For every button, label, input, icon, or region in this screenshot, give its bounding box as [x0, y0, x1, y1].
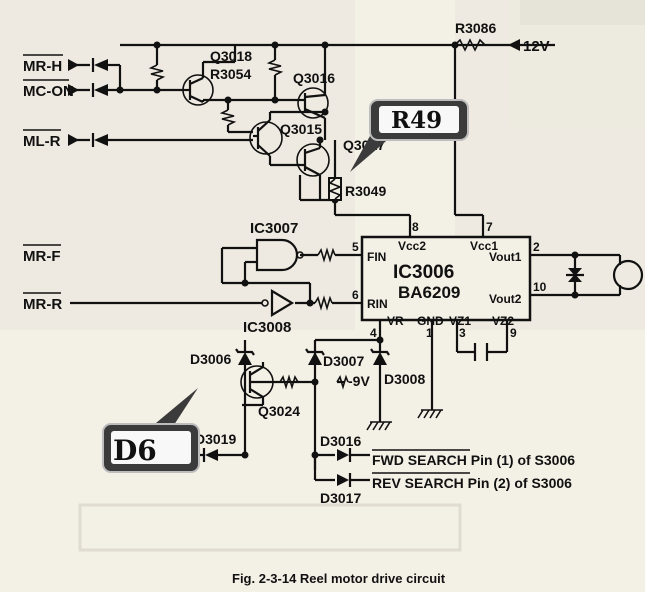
figure-caption: Fig. 2-3-14 Reel motor drive circuit [232, 571, 446, 586]
pin-num-8: 8 [412, 220, 419, 234]
label-rev-search: REV SEARCH Pin (2) of S3006 [372, 475, 572, 491]
pin-num-3: 3 [459, 326, 466, 340]
label-d3019: D3019 [195, 431, 236, 447]
transistor-q3017 [296, 143, 330, 177]
label-d3007: D3007 [323, 353, 364, 369]
label-minus-9v: -9V [348, 373, 370, 389]
resistor-r3086 [454, 38, 486, 52]
label-d3017: D3017 [320, 490, 361, 506]
reel-motor [612, 259, 644, 291]
pin-vout1: Vout1 [489, 250, 522, 264]
transistor-q3018 [182, 74, 214, 106]
label-r3049: R3049 [345, 183, 386, 199]
pin-vr: VR [387, 314, 404, 328]
pin-num-4: 4 [370, 326, 377, 340]
diode-d3019 [202, 448, 218, 462]
pin-num-7: 7 [486, 220, 493, 234]
label-mr-f: MR-F [23, 248, 61, 265]
pin-num-6: 6 [352, 288, 359, 302]
label-d3008: D3008 [384, 371, 425, 387]
label-mr-h: MR-H [23, 58, 62, 75]
transistor-q3016 [297, 87, 329, 120]
label-ml-r: ML-R [23, 133, 61, 150]
pin-vcc1: Vcc1 [470, 239, 498, 253]
resistor-d3007 [336, 374, 349, 390]
label-d3006: D3006 [190, 351, 231, 367]
resistor-q3015-base [219, 109, 237, 126]
label-r3054: R3054 [210, 66, 251, 82]
label-12v: 12V [523, 38, 550, 55]
label-ic3008: IC3008 [243, 319, 291, 336]
label-q3024: Q3024 [258, 403, 300, 419]
callout-r49-text: R49 [391, 107, 442, 134]
ground-symbols [366, 409, 443, 431]
gate-ic3007 [255, 238, 304, 272]
pin-num-10: 10 [533, 280, 547, 294]
label-mr-r: MR-R [23, 296, 62, 313]
pin-num-2: 2 [533, 240, 540, 254]
capacitor-vz [473, 343, 489, 361]
resistor-fin [317, 247, 336, 263]
pin-vz2: VZ2 [492, 314, 514, 328]
label-mc-on: MC-ON [23, 83, 74, 100]
zener-d3007 [305, 348, 325, 365]
pin-rin: RIN [367, 297, 388, 311]
zener-d3006 [235, 348, 255, 365]
label-d3016: D3016 [320, 433, 361, 449]
input-diodes [91, 58, 108, 147]
overlines [23, 54, 470, 474]
callout-r49: R49 [350, 99, 469, 172]
zener-d3008 [370, 348, 390, 365]
transistor-q3015 [249, 119, 283, 157]
pin-num-9: 9 [510, 326, 517, 340]
inverter-ic3008 [261, 289, 295, 317]
pin-gnd: GND [417, 314, 444, 328]
ic3006-box [360, 235, 532, 322]
label-ba6209: BA6209 [398, 283, 460, 302]
pin-num-1: 1 [426, 326, 433, 340]
ic-pin-labels: Vcc2 Vcc1 FIN RIN Vout1 Vout2 VR GND VZ1… [352, 220, 547, 340]
label-q3018: Q3018 [210, 48, 252, 64]
resistor-rin [314, 295, 333, 311]
diode-d3017 [337, 473, 352, 487]
callout-d6-text: D6 [113, 434, 157, 467]
resistor-q3024-base [279, 374, 299, 390]
diode-d3016 [337, 448, 352, 462]
pin-fin: FIN [367, 250, 386, 264]
pin-vz1: VZ1 [449, 314, 471, 328]
resistor-q3018-base [148, 64, 166, 81]
transistor-q3024 [240, 365, 280, 399]
label-q3016: Q3016 [293, 70, 335, 86]
output-zener [566, 268, 584, 282]
label-ic3007: IC3007 [250, 220, 298, 237]
callout-d6: D6 [102, 388, 200, 473]
input-labels: MR-H MC-ON ML-R MR-F MR-R [23, 58, 74, 313]
pin-num-5: 5 [352, 240, 359, 254]
pin-vcc2: Vcc2 [398, 239, 426, 253]
label-r3086: R3086 [455, 20, 496, 36]
label-q3015: Q3015 [280, 121, 322, 137]
resistor-r3049 [327, 177, 343, 201]
label-fwd-search: FWD SEARCH Pin (1) of S3006 [372, 452, 575, 468]
label-ic3006: IC3006 [393, 262, 454, 283]
pin-vout2: Vout2 [489, 292, 522, 306]
input-arrows [68, 39, 520, 146]
resistor-r3054 [266, 59, 284, 76]
resistors [148, 38, 486, 390]
